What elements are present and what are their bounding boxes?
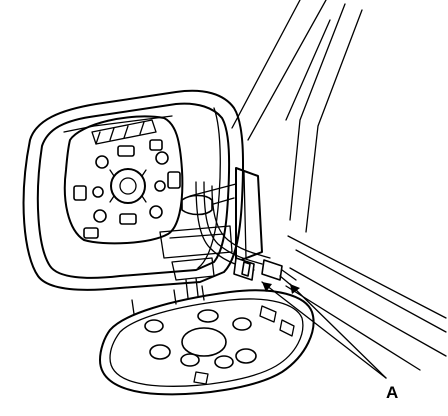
callout-label-a: A [386, 383, 398, 402]
callout-a: A [261, 281, 398, 402]
arrowhead-1 [262, 282, 272, 292]
mirror-housing [22, 89, 245, 291]
mirror-actuator [63, 115, 184, 245]
leader-line-1 [261, 281, 387, 379]
mirror-glass [99, 277, 315, 396]
arrowhead-2 [290, 284, 300, 294]
leader-line-2 [289, 283, 387, 379]
connector-male [261, 259, 283, 281]
door-frame [231, 0, 447, 371]
wire-harness [195, 181, 297, 287]
